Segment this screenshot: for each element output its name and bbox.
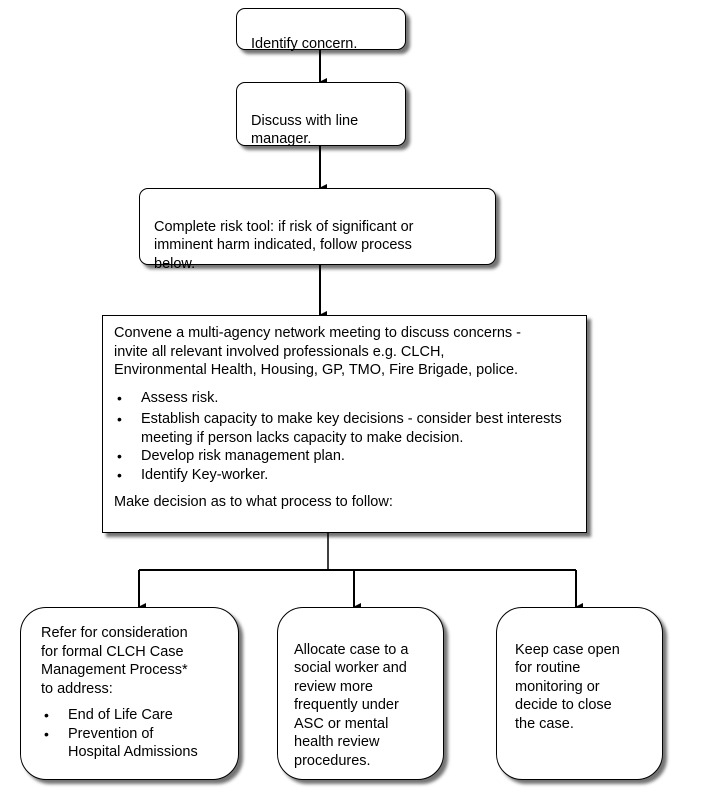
risk-tool-text: Complete risk tool: if risk of significa… [154, 218, 414, 272]
allocate-text: Allocate case to a social worker and rev… [294, 641, 409, 769]
refer-case-management-box: Refer for consideration for formal CLCH … [20, 607, 239, 780]
multi-agency-meeting-box: Convene a multi-agency network meeting t… [102, 315, 587, 533]
risk-tool-box: Complete risk tool: if risk of significa… [139, 188, 496, 272]
discuss-line-manager-box: Discuss with line manager. [236, 82, 406, 148]
meeting-decision-text: Make decision as to what process to foll… [114, 494, 393, 510]
allocate-social-worker-box: Allocate case to a social worker and rev… [277, 607, 444, 780]
identify-concern-box: Identify concern. [236, 8, 406, 52]
meeting-action-item: Establish capacity to make key decisions… [114, 410, 575, 447]
refer-text: Refer for consideration for formal CLCH … [41, 625, 188, 697]
identify-concern-text: Identify concern. [251, 35, 358, 52]
meeting-action-item: Develop risk management plan. [114, 447, 575, 466]
refer-focus-list: End of Life Care Prevention of Hospital … [41, 706, 220, 762]
keep-case-open-box: Keep case open for routine monitoring or… [496, 607, 663, 780]
meeting-intro-text: Convene a multi-agency network meeting t… [114, 325, 521, 378]
refer-focus-item: Prevention of Hospital Admissions [41, 725, 220, 762]
refer-focus-item: End of Life Care [41, 706, 220, 725]
discuss-line-manager-text: Discuss with line manager. [251, 112, 359, 148]
meeting-actions-list: Assess risk. Establish capacity to make … [114, 389, 575, 485]
keep-open-text: Keep case open for routine monitoring or… [515, 641, 620, 732]
meeting-action-item: Assess risk. [114, 389, 575, 408]
meeting-action-item: Identify Key-worker. [114, 466, 575, 485]
